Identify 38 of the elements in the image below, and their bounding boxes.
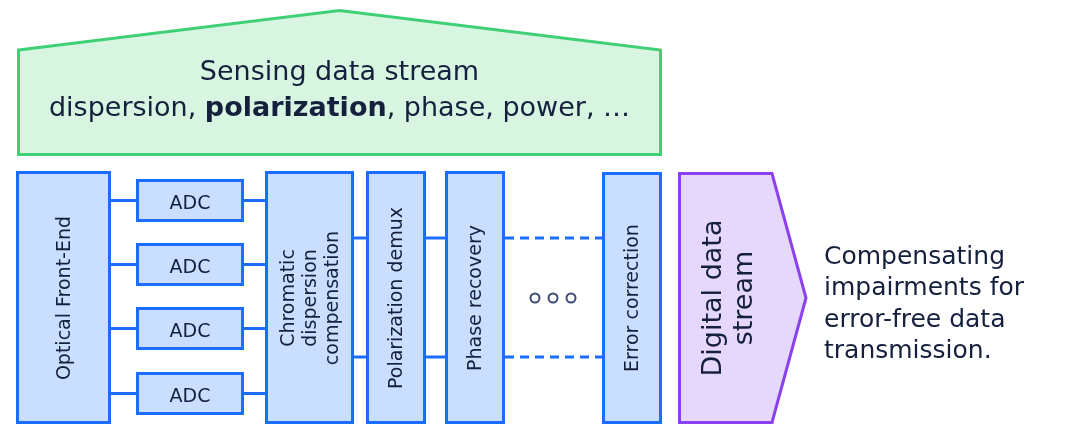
process-box (445, 171, 505, 424)
box-label: ADC (168, 191, 212, 213)
connector-line (111, 392, 136, 395)
output-arrow-shape (678, 172, 808, 424)
connector-line (244, 392, 265, 395)
connector-line (426, 355, 445, 359)
box-label: ADC (168, 255, 212, 277)
process-box (16, 171, 111, 424)
connector-line (505, 355, 602, 359)
connector-line (244, 327, 265, 330)
box-label: Chromatic dispersion compensation (276, 229, 343, 367)
box-label: Optical Front-End (52, 214, 75, 382)
box-label: Polarization demux (385, 205, 407, 391)
process-box (136, 372, 244, 415)
box-label: Digital data stream (695, 218, 759, 379)
process-box (136, 307, 244, 350)
process-box (136, 179, 244, 222)
description-text: Compensating impairments for error-free data transmission. (824, 240, 1025, 365)
banner-title: Sensing data stream (198, 55, 481, 86)
box-label: ADC (168, 319, 212, 341)
connector-line (244, 199, 265, 202)
connector-line (111, 263, 136, 266)
connector-line (111, 199, 136, 202)
box-label: Phase recovery (464, 223, 486, 373)
box-label: ADC (168, 384, 212, 406)
process-box (366, 171, 426, 424)
process-box (602, 172, 662, 424)
connector-line (244, 263, 265, 266)
process-box (136, 243, 244, 286)
connector-line (354, 236, 366, 240)
connector-line (426, 236, 445, 240)
sensing-banner (17, 9, 662, 156)
connector-line (354, 355, 366, 359)
process-box (265, 171, 354, 424)
box-label: Error correction (621, 223, 643, 374)
banner-subtitle: dispersion, polarization, phase, power, … (47, 91, 632, 122)
connector-line (505, 236, 602, 240)
connector-line (111, 327, 136, 330)
